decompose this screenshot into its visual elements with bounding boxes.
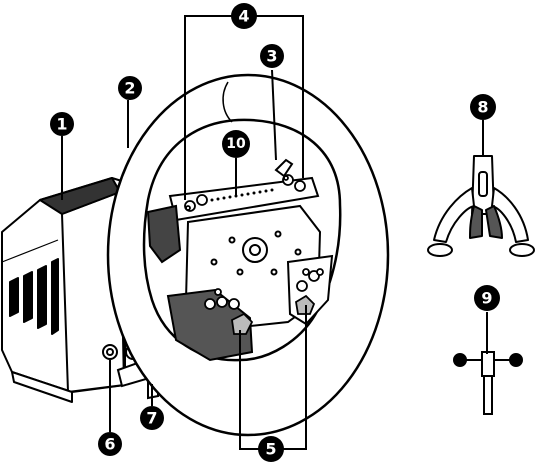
svg-text:10: 10 [226,136,246,152]
svg-text:9: 9 [481,289,492,308]
accessory-stand [428,156,534,256]
callout-1: 1 [50,112,74,136]
svg-text:2: 2 [124,79,135,98]
svg-text:4: 4 [238,7,249,26]
svg-text:8: 8 [477,98,488,117]
callout-9: 9 [474,285,500,311]
callout-5: 5 [258,436,284,462]
callout-4: 4 [231,3,257,29]
svg-text:3: 3 [266,47,277,66]
callout-7: 7 [140,406,164,430]
callout-8: 8 [470,94,496,120]
svg-text:6: 6 [104,435,115,454]
accessory-clamp [454,352,522,414]
callout-6: 6 [98,432,122,456]
callout-3: 3 [260,44,284,68]
wheel-base [2,178,125,402]
callout-2: 2 [118,76,142,100]
svg-text:7: 7 [146,409,157,428]
svg-text:5: 5 [265,440,276,459]
svg-text:1: 1 [56,115,67,134]
callout-10: 10 [222,130,250,158]
